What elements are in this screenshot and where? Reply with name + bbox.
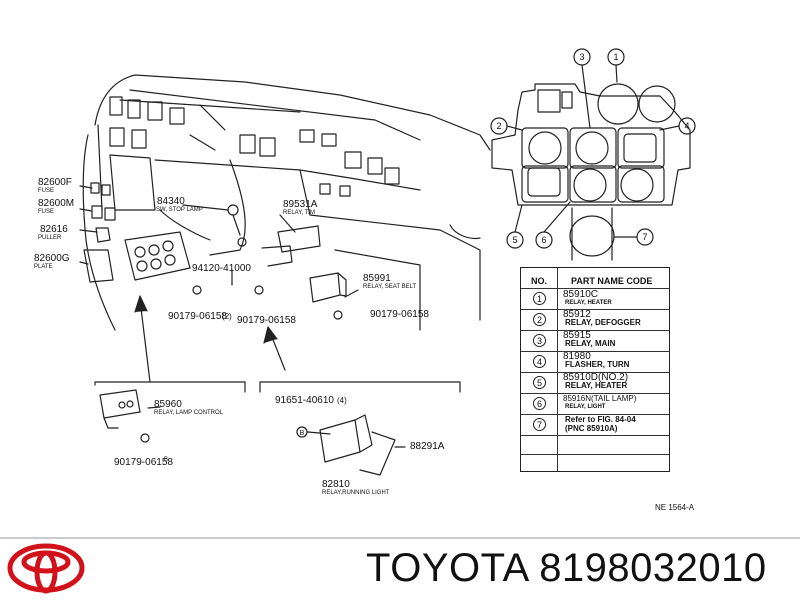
label-stop-lamp-switch: 84340 <box>157 196 185 207</box>
table-row-6-code: 85916N(TAIL LAMP) <box>563 394 637 403</box>
label-nut-a: 90179-06158 <box>168 311 227 322</box>
relay-block <box>491 83 691 261</box>
sublabel-relay-lamp-control: RELAY, LAMP CONTROL <box>154 410 224 416</box>
bolt-b-marker: B <box>300 430 305 437</box>
table-row-7-code: Refer to FIG. 84-04 <box>565 415 636 424</box>
label-fuse-f: 82600F <box>38 177 72 188</box>
table-row-1-name: RELAY, HEATER <box>565 300 612 306</box>
table-header-no: NO. <box>531 276 548 286</box>
label-relay-tm: 89531A <box>283 199 318 210</box>
brand-name: TOYOTA <box>366 546 528 590</box>
table-row-1-no: 1 <box>533 292 546 305</box>
table-row-7-no: 7 <box>533 418 546 431</box>
label-relay-lamp-control: 85960 <box>154 399 182 410</box>
reference-code: NE 1564-A <box>655 503 695 512</box>
part-number: 8198032010 <box>539 546 767 590</box>
sublabel-relay-seatbelt: RELAY, SEAT BELT <box>363 284 417 290</box>
sublabel-puller: PULLER <box>38 235 62 241</box>
label-fuse-m: 82600M <box>38 198 75 209</box>
table-row-2-code: 85912 <box>563 309 591 320</box>
sublabel-fuse-m: FUSE <box>38 209 55 215</box>
sublabel-fuse-f: FUSE <box>38 188 55 194</box>
label-bolt-40610: 91651-40610 <box>275 395 334 406</box>
label-nut-b: 90179-06158 <box>237 315 296 326</box>
label-nut-c: 90179-06158 <box>370 309 429 320</box>
label-plate: 82600G <box>34 253 70 264</box>
sublabel-relay-tm: RELAY, T/M <box>283 210 316 216</box>
table-row-6-no: 6 <box>533 397 546 410</box>
label-relay-running-light: 82810 <box>322 479 350 490</box>
label-bolt-41000: 94120-41000 <box>192 263 251 274</box>
label-puller: 82616 <box>40 224 68 235</box>
table-row-5-name: RELAY, HEATER <box>565 381 628 390</box>
toyota-logo-icon <box>7 543 85 594</box>
table-row-5-code: 85910D(NO.2) <box>563 372 629 383</box>
callout-1-num: 1 <box>613 52 618 62</box>
table-row-4-code: 81980 <box>563 351 591 362</box>
fuse-large-icon <box>91 205 116 221</box>
dashboard-outline <box>94 74 491 151</box>
table-row-3-no: 3 <box>533 334 546 347</box>
arrow-up-left <box>139 299 151 383</box>
qty-nut-d: B <box>164 457 169 463</box>
table-row-1-code: 85910C <box>563 289 599 300</box>
junction-block <box>109 154 191 281</box>
relay-lamp-control <box>99 389 141 429</box>
relay-tm <box>261 225 321 267</box>
sublabel-stop-lamp-switch: SW, STOP LAMP <box>156 207 203 213</box>
label-nut-d: 90179-06158 <box>114 457 173 468</box>
relay-seatbelt <box>309 272 347 303</box>
label-relay-seatbelt: 85991 <box>363 273 391 284</box>
sublabel-relay-running-light: RELAY,RUNNING LIGHT <box>322 490 390 496</box>
relay-running-light <box>319 414 396 476</box>
callout-6-num: 6 <box>541 235 546 245</box>
table-header-part: PART NAME CODE <box>571 276 653 286</box>
table-row-4-no: 4 <box>533 355 546 368</box>
table-row-3-name: RELAY, MAIN <box>565 339 616 348</box>
table-column-divider <box>557 268 558 471</box>
qty-nut-a: (2) <box>222 312 232 321</box>
label-bracket: 88291A <box>410 441 445 452</box>
table-row-6-name: RELAY, LIGHT <box>565 404 606 410</box>
table-row-5-no: 5 <box>533 376 546 389</box>
parts-table: NO. PART NAME CODE 1 85910C RELAY, HEATE… <box>520 267 670 472</box>
footer-title: TOYOTA 8198032010 <box>366 544 767 592</box>
qty-bolt-40610: (4) <box>337 396 347 405</box>
table-row-2-name: RELAY, DEFOGGER <box>565 318 641 327</box>
sublabel-plate: PLATE <box>34 264 53 270</box>
table-row-2-no: 2 <box>533 313 546 326</box>
callout-2-num: 2 <box>496 121 501 131</box>
plate-icon <box>83 249 114 283</box>
fuse-puller-icon <box>95 227 111 243</box>
table-row-3-code: 85915 <box>563 330 591 341</box>
callout-4-num: 4 <box>684 121 689 131</box>
callout-7-num: 7 <box>642 232 647 242</box>
callout-3-num: 3 <box>579 52 584 62</box>
table-row-4-name: FLASHER, TURN <box>565 360 630 369</box>
callout-5-num: 5 <box>512 235 517 245</box>
table-row-7-name: (PNC 85910A) <box>565 424 618 433</box>
